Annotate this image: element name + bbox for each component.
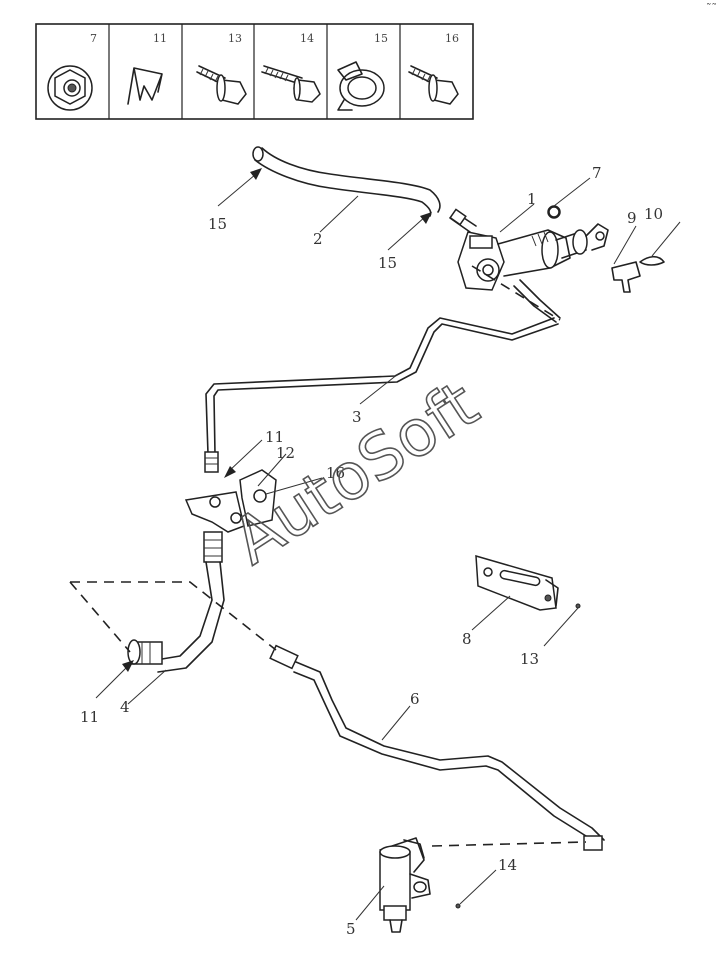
legend-number: 14 [300,32,314,45]
callout-12: 12 [276,444,295,462]
legend-cell-13: 13 [196,32,247,105]
callout-14: 14 [498,856,517,874]
clutch-master-cylinder [449,208,609,323]
callout-11-lower: 11 [80,708,99,726]
callout-2: 2 [313,230,323,248]
flange-nut-icon [47,65,93,111]
legend-number: 16 [445,32,459,45]
hose-support-bracket [475,554,559,611]
legend-number: 7 [90,32,97,45]
legend-number: 15 [374,32,388,45]
legend-cell-14: 14 [261,32,321,103]
callout-15-lower: 15 [378,254,397,272]
corner-mark: ˜˜ [706,2,717,15]
callout-6: 6 [410,690,420,708]
legend-cell-11: 11 [127,32,167,105]
legend-cell-15: 15 [337,32,388,111]
legend-number: 11 [153,32,167,45]
callout-1: 1 [527,190,537,208]
hex-bolt-icon [408,65,459,105]
clutch-slave-cylinder [379,837,431,933]
callout-5: 5 [346,920,356,938]
reservoir-hose [252,146,441,217]
lower-clutch-pipe [269,644,605,851]
fastener-legend: 7 11 13 14 [35,23,474,120]
callout-9: 9 [627,209,637,227]
pipe-bracket [184,469,277,533]
callout-10: 10 [644,205,663,223]
long-bolt-icon [261,65,321,103]
flexible-hose [127,531,225,673]
spring-clip-icon [127,67,163,105]
legend-cell-7: 7 [47,32,97,111]
legend-cell-16: 16 [408,32,459,105]
callout-13: 13 [520,650,539,668]
assembly-lines [69,265,587,909]
callout-3: 3 [352,408,362,426]
clevis-pin [611,261,641,293]
retaining-clip [639,255,665,266]
legend-number: 13 [228,32,242,45]
callout-8: 8 [462,630,472,648]
callout-15-upper: 15 [208,215,227,233]
flange-bolt-icon [196,65,247,105]
upper-clutch-pipe [204,317,559,473]
callouts: 1 2 3 4 5 6 7 8 9 10 11 11 12 13 14 [80,164,681,938]
callout-4: 4 [120,698,130,716]
callout-16: 16 [326,464,345,482]
hose-clamp-icon [337,61,385,111]
callout-7: 7 [592,164,602,182]
callout-11-upper: 11 [265,428,284,446]
